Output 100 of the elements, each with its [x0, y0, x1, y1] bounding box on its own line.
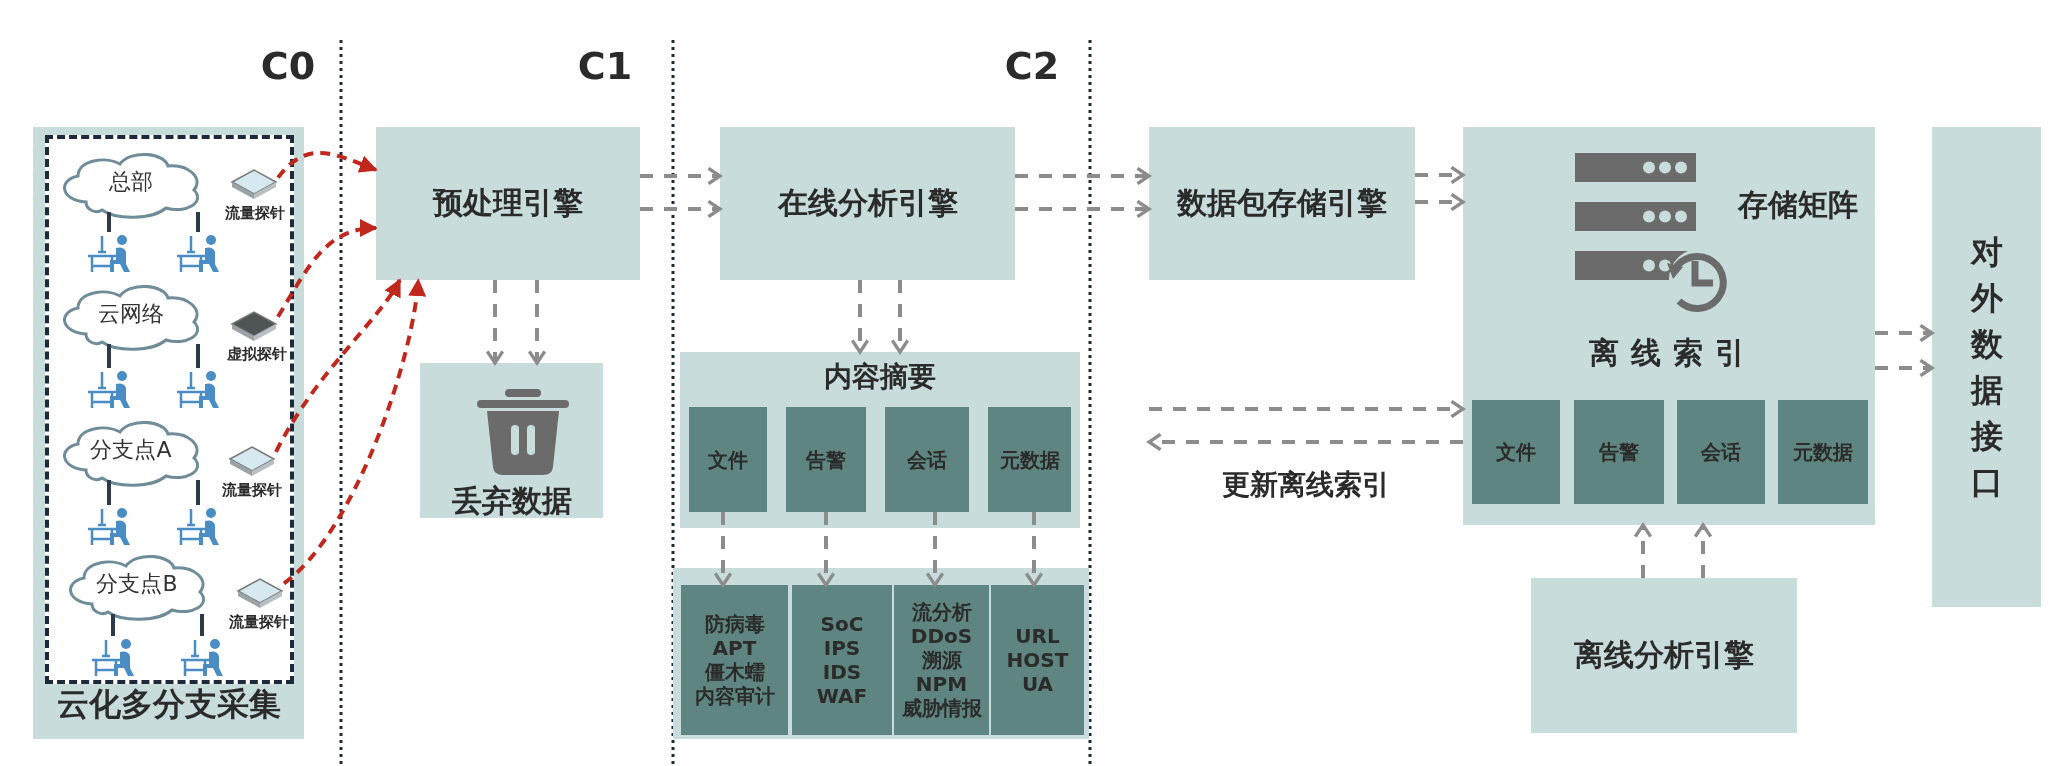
network-line: [200, 614, 204, 636]
interface-box: [1932, 127, 2041, 607]
probe-label: 流量探针: [228, 613, 290, 632]
person-at-desk-icon: [86, 232, 132, 274]
category-label: URL: [1015, 624, 1060, 648]
person-at-desk-icon: [175, 505, 221, 547]
panel-title: 内容摘要: [823, 359, 937, 395]
category-label: 会话: [907, 447, 947, 472]
person-at-desk-icon: [86, 505, 132, 547]
arrow: [276, 151, 378, 179]
category-box: [1574, 400, 1664, 504]
category-box: [1472, 400, 1560, 504]
category-label: APT: [712, 636, 757, 660]
process-box: [420, 363, 603, 518]
category-label: 元数据: [1793, 440, 1853, 464]
arrow: [1875, 358, 1934, 378]
category-label: 告警: [1599, 440, 1639, 464]
arrow: [276, 220, 378, 318]
network-line: [196, 344, 200, 368]
arrow: [282, 278, 426, 585]
probe-label: 流量探针: [221, 481, 283, 500]
category-label: 流分析: [911, 600, 972, 624]
storage-title: 存储矩阵: [1736, 186, 1859, 224]
category-label: 威胁情报: [901, 696, 982, 720]
arrow: [527, 280, 547, 365]
arrow: [1015, 199, 1151, 219]
network-line: [111, 614, 115, 636]
network-line: [107, 212, 111, 232]
arrow: [1415, 165, 1465, 185]
network-line: [107, 344, 111, 368]
arrow: [1015, 166, 1151, 186]
arrow: [890, 280, 910, 354]
process-box: [1531, 578, 1797, 733]
cloud-label: 云网络: [98, 300, 164, 328]
box-title: 丢弃数据: [450, 482, 573, 520]
person-at-desk-icon: [90, 636, 136, 678]
category-label: UA: [1021, 672, 1054, 696]
category-label: WAF: [816, 684, 868, 708]
arrow: [850, 280, 870, 354]
box-title: 对外数据接口: [1969, 232, 2004, 503]
category-label: 防病毒: [704, 612, 765, 636]
probe-label: 虚拟探针: [226, 345, 288, 364]
category-label: 会话: [1701, 440, 1741, 464]
category-box: [689, 407, 767, 512]
arrow: [1024, 512, 1044, 587]
person-at-desk-icon: [86, 368, 132, 410]
arrow: [1149, 399, 1465, 419]
panel: [33, 127, 304, 739]
category-label: 溯源: [921, 648, 962, 672]
category-label: 告警: [806, 447, 846, 472]
box-title: 离线分析引擎: [1574, 636, 1754, 674]
category-label: 文件: [708, 447, 748, 472]
box-title: 预处理引擎: [433, 184, 583, 222]
category-label: SoC: [820, 612, 864, 636]
panel-title: 云化多分支采集: [55, 684, 282, 725]
cloud-label: 总部: [109, 168, 153, 196]
category-box: [786, 407, 866, 512]
category-label: 僵木蠕: [704, 660, 765, 684]
arrow: [640, 166, 722, 186]
arrow: [1693, 523, 1713, 578]
column-label: C1: [576, 44, 634, 88]
cloud-label: 分支点B: [96, 570, 178, 598]
category-label: IPS: [823, 636, 861, 660]
arrow: [1147, 432, 1463, 452]
storage-box: [1463, 127, 1875, 525]
category-box: [991, 585, 1084, 735]
arrow: [640, 199, 722, 219]
category-label: IDS: [822, 660, 862, 684]
arrow: [485, 280, 505, 365]
process-box: [720, 127, 1015, 280]
probe-icon: [228, 168, 278, 200]
arrow: [925, 512, 945, 587]
category-box: [885, 407, 969, 512]
category-label: DDoS: [910, 624, 973, 648]
index-title: 离线索引: [1588, 334, 1758, 372]
person-at-desk-icon: [175, 232, 221, 274]
probe-label: 流量探针: [224, 204, 286, 223]
category-box: [988, 407, 1071, 512]
network-line: [107, 480, 111, 505]
arrow: [1875, 323, 1934, 343]
arrow: [1633, 523, 1653, 578]
probe-icon: [226, 445, 276, 479]
category-box: [681, 585, 788, 735]
process-box: [1149, 127, 1415, 280]
arrow: [816, 512, 836, 587]
arrow: [1415, 192, 1465, 212]
column-label: C2: [1003, 44, 1061, 88]
box-title: 数据包存储引擎: [1177, 184, 1387, 222]
category-box: [894, 585, 989, 735]
network-line: [196, 480, 200, 505]
process-box: [376, 127, 640, 280]
cloud-label: 分支点A: [90, 436, 172, 464]
category-label: HOST: [1006, 648, 1069, 672]
category-label: 内容审计: [694, 684, 775, 708]
network-line: [196, 212, 200, 232]
category-label: 文件: [1496, 440, 1536, 464]
result-panel: [673, 568, 1089, 739]
probe-icon: [228, 310, 278, 344]
edge-label: 更新离线索引: [1221, 467, 1391, 503]
column-label: C0: [259, 44, 317, 88]
